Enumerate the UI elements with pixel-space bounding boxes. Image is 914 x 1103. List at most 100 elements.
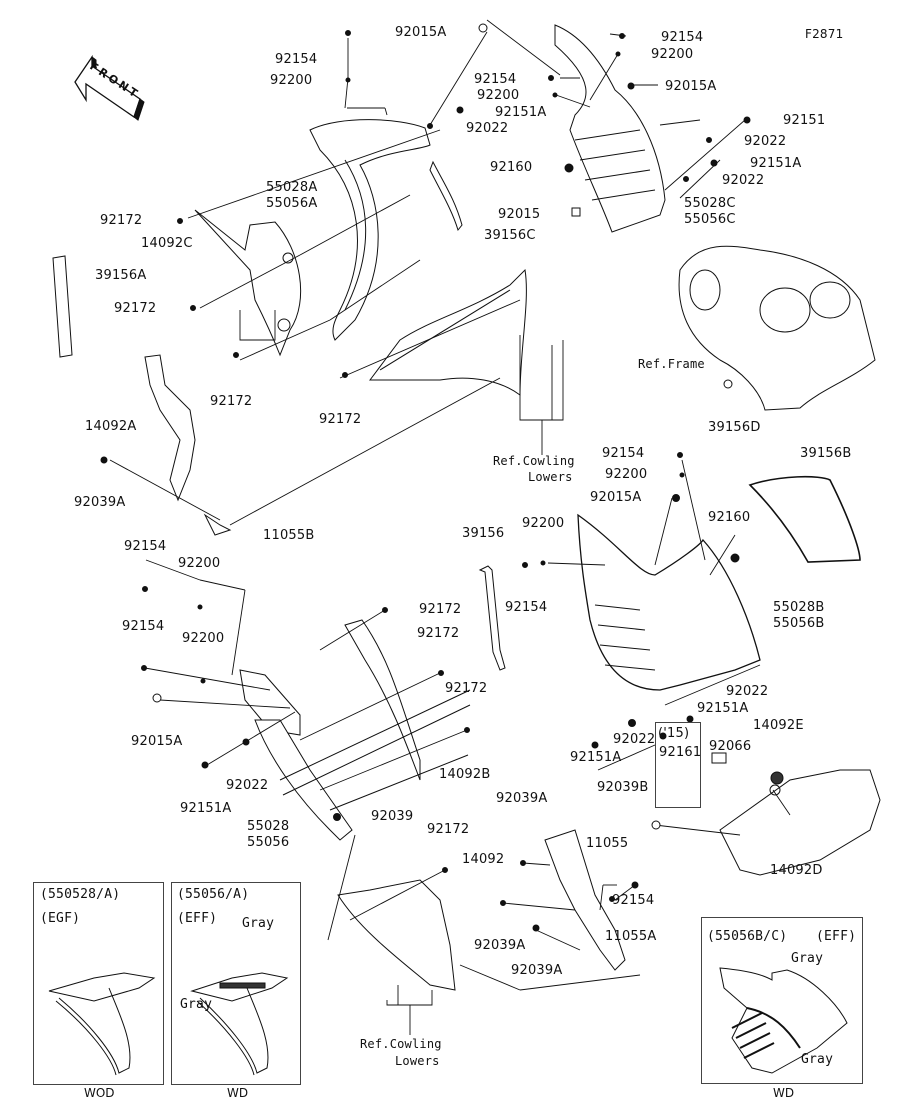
part-label-92015A[interactable]: 92015A <box>665 79 717 94</box>
part-label-92154[interactable]: 92154 <box>612 893 655 908</box>
inset-title: (55056/A) <box>177 887 250 902</box>
part-label-92172[interactable]: 92172 <box>417 626 460 641</box>
part-label-92172[interactable]: 92172 <box>319 412 362 427</box>
part-label-92022[interactable]: 92022 <box>726 684 769 699</box>
part-label-92161[interactable]: 92161 <box>659 745 702 760</box>
bracket-b-link-part <box>203 513 232 536</box>
part-label-92151A[interactable]: 92151A <box>495 105 547 120</box>
part-label-92039B[interactable]: 92039B <box>597 780 649 795</box>
part-label-92200[interactable]: 92200 <box>522 516 565 531</box>
inset-subtitle: (EGF) <box>40 911 81 926</box>
inset-title: (550528/A) <box>40 887 121 902</box>
part-label-92151A[interactable]: 92151A <box>180 801 232 816</box>
part-label-92172[interactable]: 92172 <box>427 822 470 837</box>
trim-panel-b-part <box>748 475 861 563</box>
part-label-39156D[interactable]: 39156D <box>708 420 761 435</box>
part-label-92039[interactable]: 92039 <box>371 809 414 824</box>
inset-caption: WOD <box>84 1086 115 1100</box>
part-label-92151A[interactable]: 92151A <box>697 701 749 716</box>
part-label-39156A[interactable]: 39156A <box>95 268 147 283</box>
part-label-92015[interactable]: 92015 <box>498 207 541 222</box>
part-label-92022[interactable]: 92022 <box>226 778 269 793</box>
part-label-92200[interactable]: 92200 <box>270 73 313 88</box>
part-label-55056C[interactable]: 55056C <box>684 212 736 227</box>
part-label-92154[interactable]: 92154 <box>474 72 517 87</box>
part-label-92200[interactable]: 92200 <box>605 467 648 482</box>
fastener-icons <box>100 23 784 932</box>
part-label-55028B[interactable]: 55028B <box>773 600 825 615</box>
part-label-14092C[interactable]: 14092C <box>141 236 193 251</box>
part-label-92154[interactable]: 92154 <box>275 52 318 67</box>
part-label-55056A[interactable]: 55056A <box>266 196 318 211</box>
trim-strip-39156-part <box>478 565 506 671</box>
part-label-14092B[interactable]: 14092B <box>439 767 491 782</box>
figure-id: F2871 <box>805 27 844 41</box>
part-label-92151A[interactable]: 92151A <box>750 156 802 171</box>
part-label-92066[interactable]: 92066 <box>709 739 752 754</box>
part-label-92154[interactable]: 92154 <box>602 446 645 461</box>
part-label-92022[interactable]: 92022 <box>722 173 765 188</box>
part-label-92172[interactable]: 92172 <box>100 213 143 228</box>
ref-brackets <box>239 310 564 1035</box>
part-label-92039A[interactable]: 92039A <box>474 938 526 953</box>
part-label-92172[interactable]: 92172 <box>114 301 157 316</box>
ref-cowling-lowers-label-lower: Lowers <box>395 1054 440 1068</box>
part-label-92172[interactable]: 92172 <box>210 394 253 409</box>
year-note-box <box>655 722 701 808</box>
part-label-14092E[interactable]: 14092E <box>753 718 804 733</box>
part-label-92022[interactable]: 92022 <box>613 732 656 747</box>
ref-frame-label: Ref.Frame <box>638 357 705 371</box>
chin-cowl-part <box>337 879 456 991</box>
part-label-92172[interactable]: 92172 <box>445 681 488 696</box>
inset-note-gray: Gray <box>801 1052 834 1067</box>
inner-bracket-part <box>194 209 302 357</box>
part-label-92151[interactable]: 92151 <box>783 113 826 128</box>
cowl-variant-icon <box>719 967 848 1074</box>
part-label-55028A[interactable]: 55028A <box>266 180 318 195</box>
inset-variant-55056bc <box>701 917 863 1084</box>
part-label-92160[interactable]: 92160 <box>708 510 751 525</box>
part-label-14092D[interactable]: 14092D <box>770 863 823 878</box>
part-label-92200[interactable]: 92200 <box>182 631 225 646</box>
part-label-92015A[interactable]: 92015A <box>131 734 183 749</box>
part-label-92154[interactable]: 92154 <box>124 539 167 554</box>
part-label-39156B[interactable]: 39156B <box>800 446 852 461</box>
year-note-label: ('15) <box>658 726 690 741</box>
part-label-14092A[interactable]: 14092A <box>85 419 137 434</box>
part-label-92039A[interactable]: 92039A <box>74 495 126 510</box>
part-label-55056B[interactable]: 55056B <box>773 616 825 631</box>
part-label-92172[interactable]: 92172 <box>419 602 462 617</box>
part-label-92200[interactable]: 92200 <box>178 556 221 571</box>
part-label-92015A[interactable]: 92015A <box>395 25 447 40</box>
part-label-39156[interactable]: 39156 <box>462 526 505 541</box>
frame-part <box>678 245 876 411</box>
part-label-11055[interactable]: 11055 <box>586 836 629 851</box>
cowl-variant-icon <box>190 972 289 1076</box>
part-label-92154[interactable]: 92154 <box>122 619 165 634</box>
part-label-92015A[interactable]: 92015A <box>590 490 642 505</box>
part-label-14092[interactable]: 14092 <box>462 852 505 867</box>
part-label-92160[interactable]: 92160 <box>490 160 533 175</box>
part-label-55028C[interactable]: 55028C <box>684 196 736 211</box>
part-label-55028[interactable]: 55028 <box>247 819 290 834</box>
part-label-92039A[interactable]: 92039A <box>511 963 563 978</box>
upper-cowl-part <box>309 119 431 341</box>
inset-note-gray: Gray <box>791 951 824 966</box>
part-label-11055B[interactable]: 11055B <box>263 528 315 543</box>
part-label-92200[interactable]: 92200 <box>477 88 520 103</box>
cowl-variant-icon <box>48 972 156 1076</box>
part-label-92151A[interactable]: 92151A <box>570 750 622 765</box>
part-label-92154[interactable]: 92154 <box>505 600 548 615</box>
part-label-55056[interactable]: 55056 <box>247 835 290 850</box>
part-label-92039A[interactable]: 92039A <box>496 791 548 806</box>
part-label-39156C[interactable]: 39156C <box>484 228 536 243</box>
inset-variant-wod <box>33 882 164 1085</box>
part-label-92200[interactable]: 92200 <box>651 47 694 62</box>
part-label-92022[interactable]: 92022 <box>744 134 787 149</box>
trim-strip-part <box>429 160 463 232</box>
part-label-92022[interactable]: 92022 <box>466 121 509 136</box>
inset-note-gray: Gray <box>180 997 213 1012</box>
part-label-11055A[interactable]: 11055A <box>605 929 657 944</box>
part-label-92154[interactable]: 92154 <box>661 30 704 45</box>
